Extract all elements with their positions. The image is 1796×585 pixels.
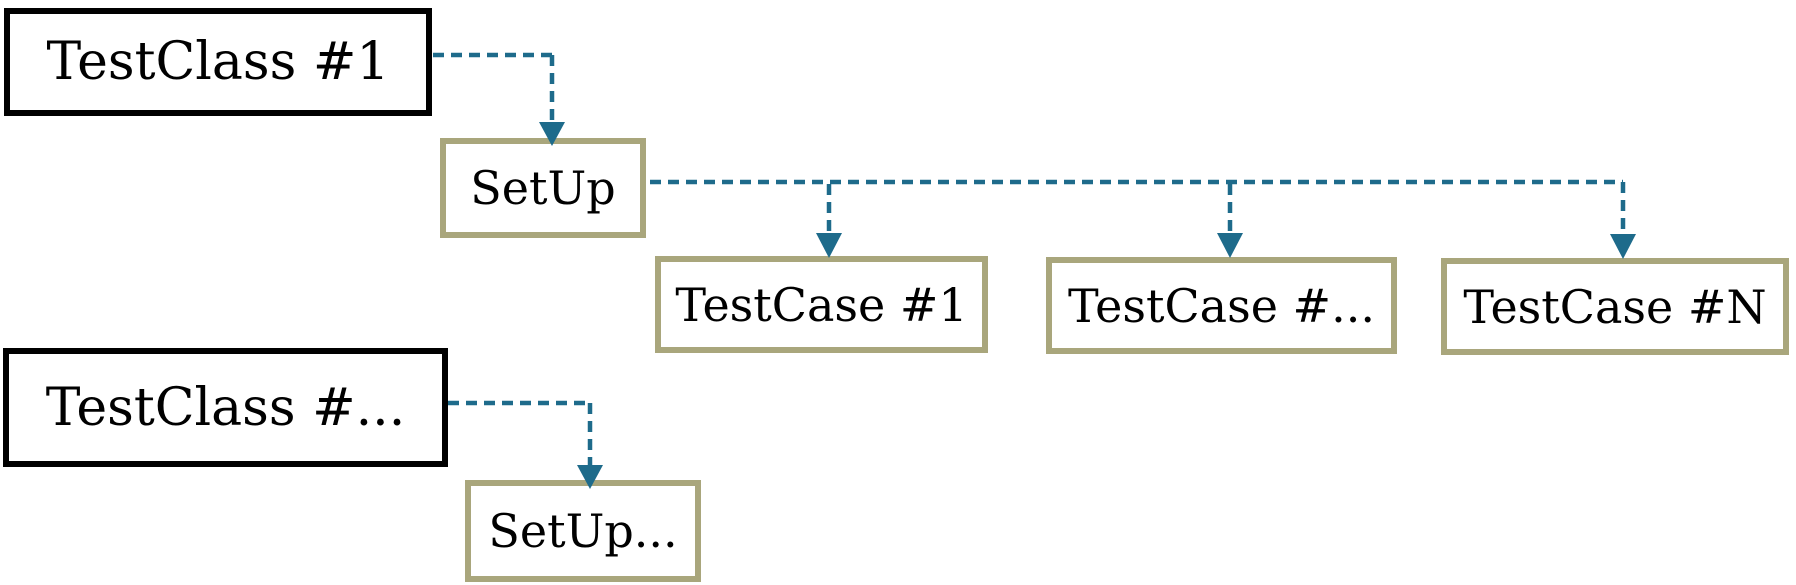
edge-setup1-testcase-n	[1610, 182, 1636, 259]
node-setup-more-label: SetUp...	[488, 504, 678, 558]
edge-testclass1-setup1	[433, 52, 565, 146]
edge-setup1-testcase1	[816, 184, 842, 258]
node-testcase-1: TestCase #1	[655, 256, 988, 353]
node-testclass-more: TestClass #...	[3, 348, 448, 467]
arrowhead-down-icon	[1217, 233, 1243, 258]
edge-testclass-more-setup-more	[448, 400, 603, 489]
edge-testclass1-setup1-line	[433, 52, 555, 122]
node-testclass-1-label: TestClass #1	[46, 32, 390, 92]
node-setup-1: SetUp	[440, 138, 646, 238]
node-testcase-more: TestCase #...	[1046, 257, 1397, 354]
node-testclass-1: TestClass #1	[4, 8, 432, 116]
node-testclass-more-label: TestClass #...	[45, 377, 406, 438]
arrowhead-down-icon	[816, 233, 842, 258]
edge-setup1-testcase-more	[1217, 184, 1243, 258]
node-setup-1-label: SetUp	[470, 161, 616, 215]
arrowhead-down-icon	[1610, 234, 1636, 259]
node-setup-more: SetUp...	[465, 480, 701, 582]
node-testcase-1-label: TestCase #1	[675, 277, 968, 332]
edge-testclass-more-setup-more-line	[448, 400, 593, 465]
node-testcase-n: TestCase #N	[1441, 258, 1789, 355]
node-testcase-n-label: TestCase #N	[1463, 279, 1767, 334]
node-testcase-more-label: TestCase #...	[1068, 278, 1375, 333]
